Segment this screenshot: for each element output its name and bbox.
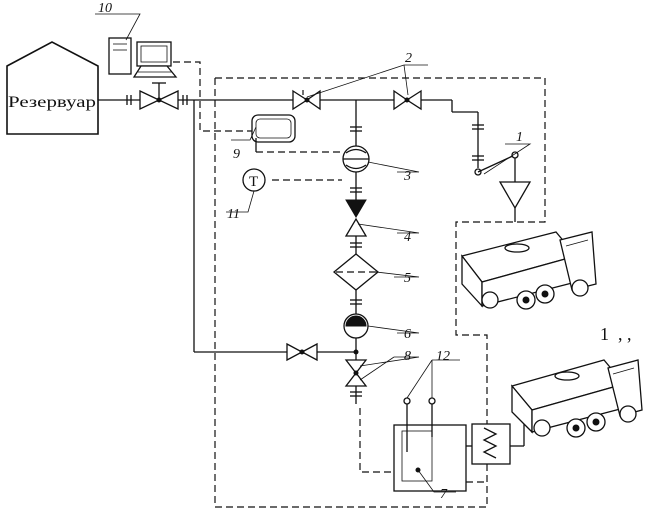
heater-unit <box>393 397 467 492</box>
control-signal-lines <box>154 61 546 508</box>
thermometer-symbol: T <box>249 174 258 190</box>
computer-icon <box>108 37 178 78</box>
process-piping <box>98 99 525 447</box>
label-1: 1 <box>516 130 523 145</box>
gate-valve-icon <box>393 89 422 111</box>
label-12: 12 <box>436 349 450 364</box>
gate-valve-icon <box>139 82 179 111</box>
label-7: 7 <box>440 487 448 502</box>
label-11: 11 <box>227 207 240 222</box>
reservoir-label: Резервуар <box>8 94 96 111</box>
tanker-truck-icon <box>460 231 597 310</box>
label-6: 6 <box>404 327 411 342</box>
pipe-flanges <box>126 95 484 397</box>
flow-meter-icon <box>342 145 370 173</box>
label-9: 9 <box>233 147 240 162</box>
loading-arm <box>474 151 532 222</box>
label-3: 3 <box>403 169 411 184</box>
tanker-truck-icon <box>510 359 643 438</box>
side-note: 1 , , <box>600 324 632 344</box>
heat-exchanger-icon <box>471 423 511 465</box>
pump-icon <box>343 313 369 339</box>
label-leaders <box>95 13 532 493</box>
label-5: 5 <box>404 271 411 286</box>
gate-valve-icon <box>292 89 321 111</box>
label-10: 10 <box>98 1 112 16</box>
check-valve-icon <box>344 199 368 237</box>
thermometer: T <box>242 168 266 192</box>
label-8: 8 <box>404 349 411 364</box>
component-labels: 10 2 1 9 3 11 4 5 6 8 12 7 1 , , <box>98 1 632 502</box>
controller-box <box>251 114 296 152</box>
filter-icon <box>332 253 380 291</box>
label-2: 2 <box>405 51 412 66</box>
reservoir: Резервуар <box>6 41 99 135</box>
label-4: 4 <box>404 230 411 245</box>
gate-valve-icon <box>286 342 318 362</box>
